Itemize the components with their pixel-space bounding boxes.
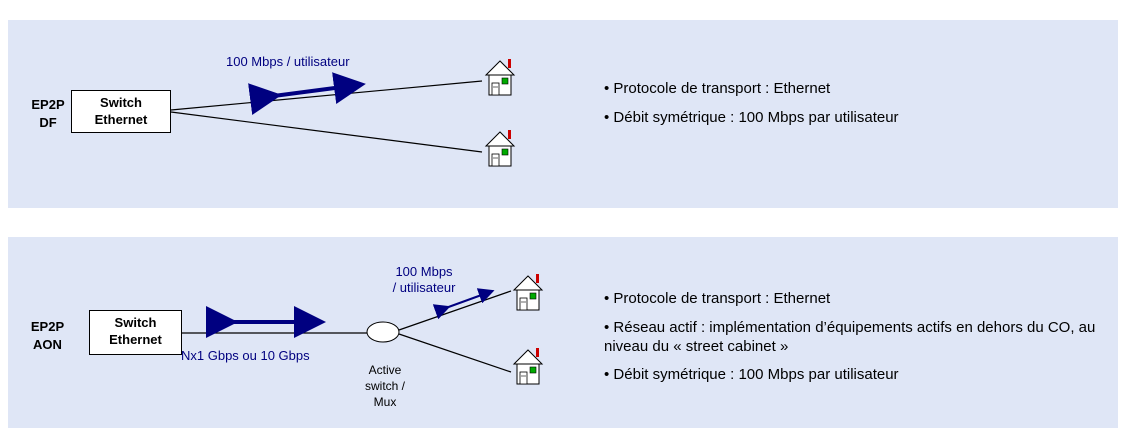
house-icon: [485, 58, 515, 96]
house-icon: [513, 347, 543, 385]
fibre-line: [398, 333, 512, 373]
tech-label-ep2p-df: EP2P DF: [31, 97, 65, 130]
fibre-line: [170, 111, 483, 153]
speed-label: 100 Mbps / utilisateur: [226, 54, 350, 69]
switch-ethernet-box: Switch Ethernet: [89, 310, 182, 355]
active-switch-icon: [366, 321, 400, 343]
bullet-item: Protocole de transport : Ethernet: [604, 79, 1084, 98]
backbone-speed-label: Nx1 Gbps ou 10 Gbps: [181, 348, 310, 363]
fibre-line: [170, 80, 483, 111]
bullet-item: Débit symétrique : 100 Mbps par utilisat…: [604, 108, 1084, 127]
feature-list-df: Protocole de transport : Ethernet Débit …: [604, 79, 1084, 137]
bullet-item: Protocole de transport : Ethernet: [604, 289, 1104, 308]
bullet-item: Réseau actif : implémentation d’équipeme…: [604, 318, 1104, 356]
house-icon: [485, 129, 515, 167]
tech-label-ep2p-aon: EP2P AON: [30, 319, 65, 352]
house-icon: [513, 273, 543, 311]
active-switch-label: Active switch / Mux: [364, 363, 405, 409]
switch-ethernet-box: Switch Ethernet: [71, 90, 171, 133]
bullet-item: Débit symétrique : 100 Mbps par utilisat…: [604, 365, 1104, 384]
double-arrow-icon: [248, 72, 366, 115]
feature-list-aon: Protocole de transport : Ethernet Réseau…: [604, 289, 1104, 394]
double-arrow-icon: [432, 288, 495, 320]
fibre-line: [398, 290, 512, 331]
